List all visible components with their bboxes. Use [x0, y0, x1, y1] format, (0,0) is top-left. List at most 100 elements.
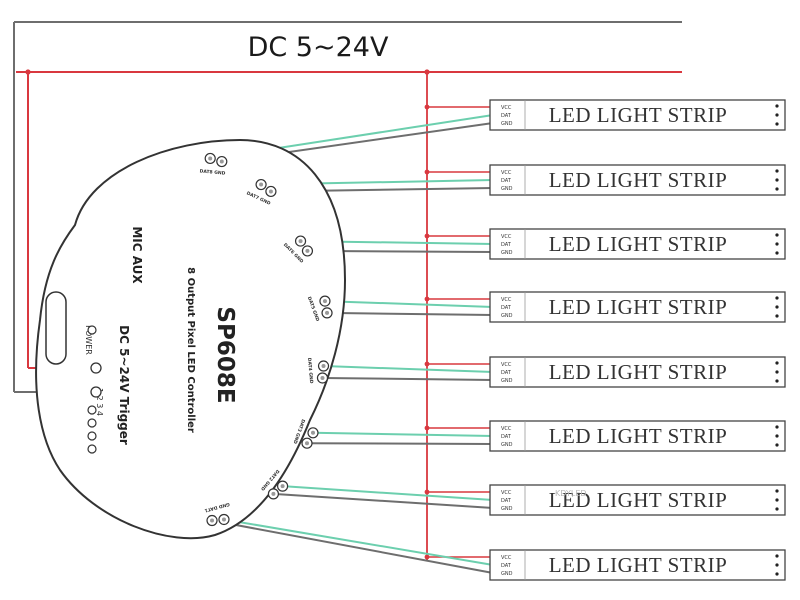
strip-pin-label: VCC — [501, 426, 512, 432]
led-strips: VCC DAT GND LED LIGHT STRIP VCC DAT GND LED LIG… — [489, 99, 786, 581]
strip-end-dot — [775, 305, 779, 309]
strip-pin-label: DAT — [501, 178, 512, 184]
strip-end-dot — [775, 370, 779, 374]
vcc-junction — [424, 425, 430, 431]
ground-wire — [327, 311, 494, 316]
port-screw — [325, 310, 330, 315]
port-screw — [305, 248, 310, 253]
port-screw — [311, 430, 315, 435]
ground-wire — [306, 442, 494, 445]
data-wire — [324, 300, 494, 308]
port-screw — [298, 239, 303, 244]
strip-pin-label: VCC — [501, 105, 512, 111]
strip-end-dot — [775, 178, 779, 182]
strip-end-dot — [775, 187, 779, 191]
port-screw — [320, 375, 325, 380]
strip-body — [489, 549, 786, 581]
strip-end-dot — [775, 443, 779, 447]
port-screw — [280, 484, 285, 489]
strip-label: LED LIGHT STRIP — [549, 360, 728, 384]
vcc-junction — [424, 104, 430, 110]
strip-end-dot — [775, 251, 779, 255]
strip-body — [489, 484, 786, 516]
strip-pin-label: VCC — [501, 490, 512, 496]
port-screw — [321, 364, 326, 369]
vcc-junction — [424, 296, 430, 302]
aux-jack — [87, 325, 97, 335]
strip-body — [489, 164, 786, 196]
vcc-junction — [424, 169, 430, 175]
trigger-button-2 — [87, 418, 97, 428]
strip-end-dot — [775, 314, 779, 318]
strip-label: LED LIGHT STRIP — [549, 424, 728, 448]
strip-end-dot — [775, 122, 779, 126]
strip-end-dot — [775, 572, 779, 576]
strip-label: LED LIGHT STRIP — [549, 103, 728, 127]
strip-body — [489, 228, 786, 260]
controller-model: SP608E — [212, 306, 238, 403]
strip-end-dot — [775, 233, 779, 237]
button-numbers: 1 2 3 4 — [95, 388, 104, 416]
strip-pin-label: GND — [501, 186, 513, 192]
data-wire — [312, 431, 494, 437]
strip-pin-label: VCC — [501, 170, 512, 176]
strip-end-dot — [775, 169, 779, 173]
positive-branch-junction — [424, 69, 430, 75]
strip-pin-label: DAT — [501, 370, 512, 376]
ground-wire — [273, 492, 494, 509]
strip-pin-label: VCC — [501, 297, 512, 303]
port-screw — [219, 159, 224, 164]
vcc-junction — [424, 554, 430, 560]
trigger-button-4 — [87, 444, 97, 454]
strip-pin-label: VCC — [501, 362, 512, 368]
power-terminal-positive — [90, 362, 102, 374]
wire-group — [210, 104, 494, 574]
led-strip: VCC DAT GND LED LIGHT STRIP — [489, 356, 786, 388]
strip-end-dot — [775, 507, 779, 511]
data-wire — [282, 485, 494, 501]
strip-body — [489, 420, 786, 452]
watermark: KDYLED — [555, 489, 587, 498]
strip-pin-label: GND — [501, 571, 513, 577]
strip-pin-label: GND — [501, 442, 513, 448]
strip-label: LED LIGHT STRIP — [549, 295, 728, 319]
power-label: POWER — [84, 325, 93, 355]
port-screw — [210, 518, 215, 523]
strip-pin-label: GND — [501, 313, 513, 319]
led-strip: VCC DAT GND LED LIGHT STRIP — [489, 291, 786, 323]
strip-end-dot — [775, 498, 779, 502]
port-screw — [208, 156, 213, 161]
controller: SP608E 8 Output Pixel LED Controller DC … — [35, 138, 347, 540]
supply-voltage-label: DC 5~24V — [248, 32, 389, 63]
port-screw — [271, 491, 276, 496]
controller-body — [35, 138, 347, 540]
input-label: DC 5~24V Trigger — [117, 325, 131, 445]
strip-pin-label: DAT — [501, 434, 512, 440]
strip-pin-label: DAT — [501, 242, 512, 248]
trigger-button-1 — [87, 405, 97, 415]
strip-body — [489, 99, 786, 131]
strip-pin-label: DAT — [501, 305, 512, 311]
strip-pin-label: GND — [501, 121, 513, 127]
mounting-slot — [45, 291, 67, 365]
led-strip: VCC DAT GND LED LIGHT STRIP — [489, 420, 786, 452]
strip-pin-label: GND — [501, 506, 513, 512]
aux-label: MIC AUX — [130, 226, 144, 284]
data-wire — [223, 518, 494, 566]
strip-body — [489, 356, 786, 388]
strip-pin-label: GND — [501, 378, 513, 384]
strip-pin-label: DAT — [501, 563, 512, 569]
power-terminal-negative — [90, 386, 102, 398]
controller-subtitle: 8 Output Pixel LED Controller — [185, 267, 196, 433]
strip-end-dot — [775, 425, 779, 429]
vcc-junction — [424, 233, 430, 239]
vcc-junction — [424, 361, 430, 367]
strip-label: LED LIGHT STRIP — [549, 553, 728, 577]
strip-end-dot — [775, 489, 779, 493]
port-screw — [221, 517, 226, 522]
strip-end-dot — [775, 104, 779, 108]
